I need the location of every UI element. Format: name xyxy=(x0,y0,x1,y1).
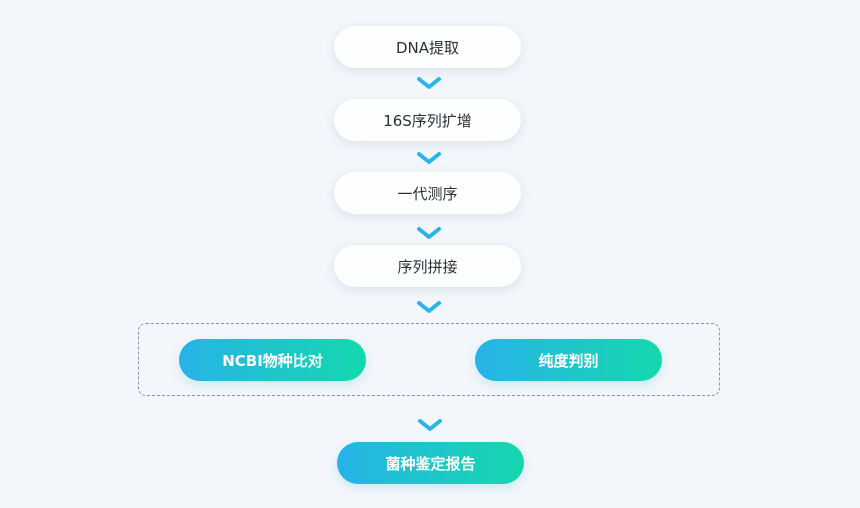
parallel-group xyxy=(138,323,720,396)
step-sanger-sequencing: 一代测序 xyxy=(334,172,521,214)
chevron-down-icon xyxy=(416,417,444,433)
step-dna-extraction: DNA提取 xyxy=(334,26,521,68)
step-label: 一代测序 xyxy=(397,184,458,203)
step-label: 纯度判别 xyxy=(538,351,599,370)
step-purity-check: 纯度判别 xyxy=(475,339,662,381)
step-sequence-assembly: 序列拼接 xyxy=(334,245,521,287)
step-label: 菌种鉴定报告 xyxy=(385,454,476,473)
chevron-down-icon xyxy=(415,150,443,166)
chevron-down-icon xyxy=(415,299,443,315)
chevron-down-icon xyxy=(415,75,443,91)
step-label: 序列拼接 xyxy=(397,257,458,276)
step-label: 16S序列扩增 xyxy=(383,111,472,130)
step-label: DNA提取 xyxy=(395,38,460,57)
step-label: NCBI物种比对 xyxy=(222,351,323,370)
step-16s-amplification: 16S序列扩增 xyxy=(334,99,521,141)
step-identification-report: 菌种鉴定报告 xyxy=(337,442,524,484)
chevron-down-icon xyxy=(415,225,443,241)
step-ncbi-comparison: NCBI物种比对 xyxy=(179,339,366,381)
